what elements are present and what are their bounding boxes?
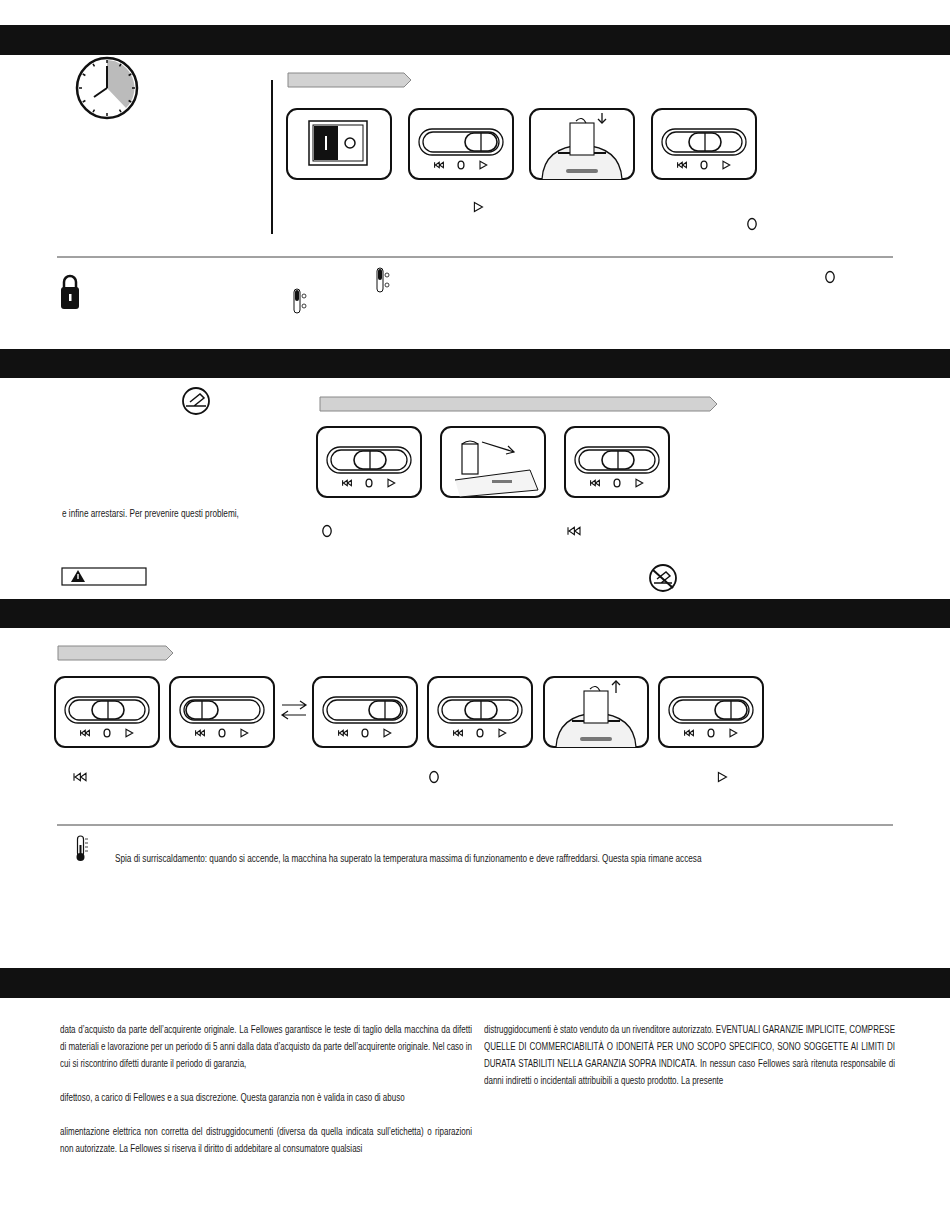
body-text: alimentazione elettrica non corretta del… — [60, 1123, 472, 1157]
body-text: data d’acquisto da parte dell’acquirente… — [60, 1021, 472, 1072]
body-text: difettoso, a carico di Fellowes e a sua … — [60, 1089, 472, 1106]
body-text: distruggidocumenti è stato venduto da un… — [484, 1021, 895, 1089]
body-text: Spia di surriscaldamento: quando si acce… — [115, 850, 701, 867]
body-text: e infine arrestarsi. Per prevenire quest… — [62, 505, 239, 522]
